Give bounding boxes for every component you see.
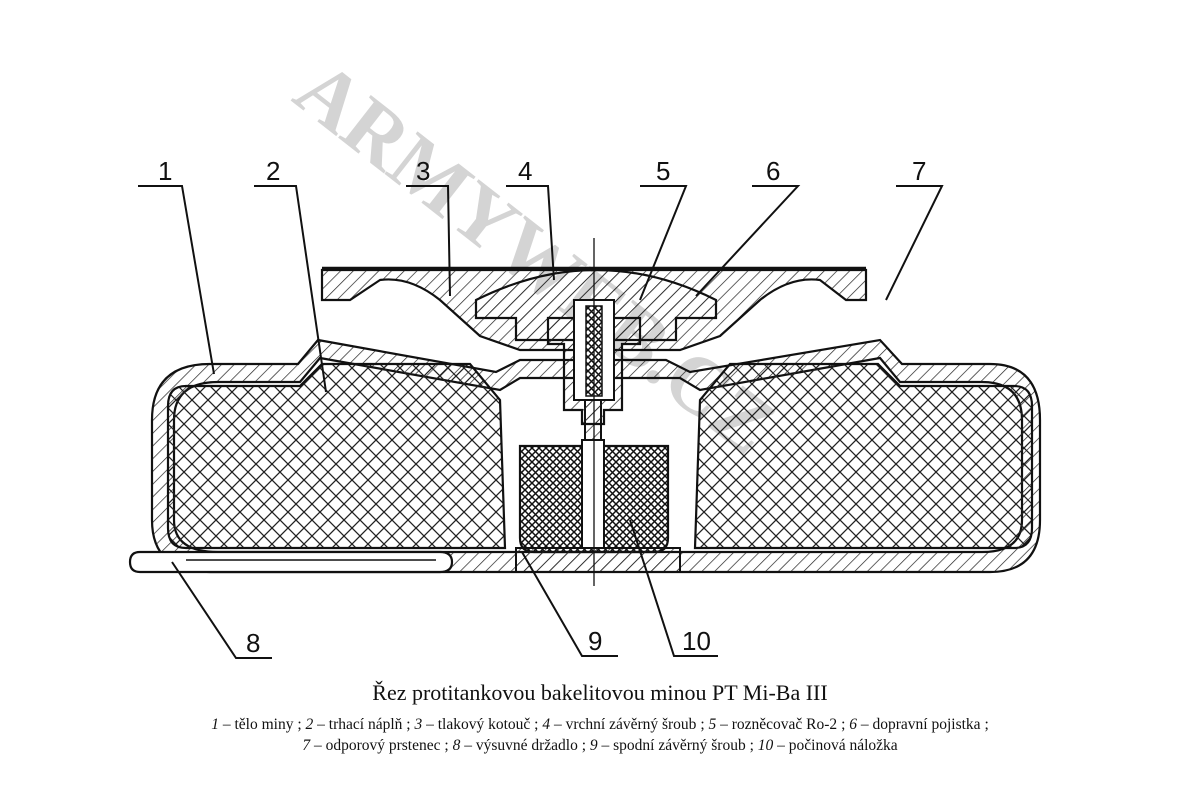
legend-item-4: 4 – vrchní závěrný šroub: [542, 716, 697, 733]
leader-8: [171, 561, 272, 659]
legend-line-1: 1 – tělo miny ; 2 – trhací náplň ; 3 – t…: [211, 716, 989, 733]
label-4: 4: [518, 156, 532, 186]
central-bore: [581, 439, 605, 549]
explosive-charge-left: [166, 362, 507, 550]
leader-5: [639, 185, 688, 301]
legend-item-5: 5 – rozněcovač Ro-2: [708, 716, 838, 733]
sliding-handle: [128, 550, 454, 574]
leader-3: [406, 185, 451, 297]
leader-1: [138, 185, 215, 375]
legend-item-1: 1 – tělo miny: [211, 716, 294, 733]
label-10: 10: [682, 626, 711, 656]
label-1: 1: [158, 156, 172, 186]
label-6: 6: [766, 156, 780, 186]
leader-6: [695, 185, 801, 297]
label-7: 7: [912, 156, 926, 186]
leader-2: [254, 185, 327, 393]
label-2: 2: [266, 156, 280, 186]
legend-item-2: 2 – trhací náplň: [305, 716, 403, 733]
legend-item-10: 10 – počinová náložka: [757, 737, 898, 754]
legend-item-8: 8 – výsuvné držadlo: [452, 737, 578, 754]
legend-item-3: 3 – tlakový kotouč: [414, 716, 531, 733]
label-3: 3: [416, 156, 430, 186]
label-9: 9: [588, 626, 602, 656]
leader-7: [885, 185, 944, 301]
leader-lines: [138, 185, 944, 659]
explosive-charge-right: [693, 362, 1034, 550]
leader-4: [506, 185, 555, 281]
legend-item-6: 6 – dopravní pojistka: [849, 716, 981, 733]
label-8: 8: [246, 628, 260, 658]
bottom-screw-plug: [515, 547, 681, 573]
leader-9: [521, 551, 618, 657]
legend-item-7: 7 – odporový prstenec: [302, 737, 441, 754]
diagram-title: Řez protitankovou bakelitovou minou PT M…: [372, 680, 828, 705]
label-5: 5: [656, 156, 670, 186]
legend-line-2: 7 – odporový prstenec ; 8 – výsuvné drža…: [302, 737, 898, 754]
legend-item-9: 9 – spodní závěrný šroub: [589, 737, 746, 754]
leader-10: [629, 519, 718, 657]
